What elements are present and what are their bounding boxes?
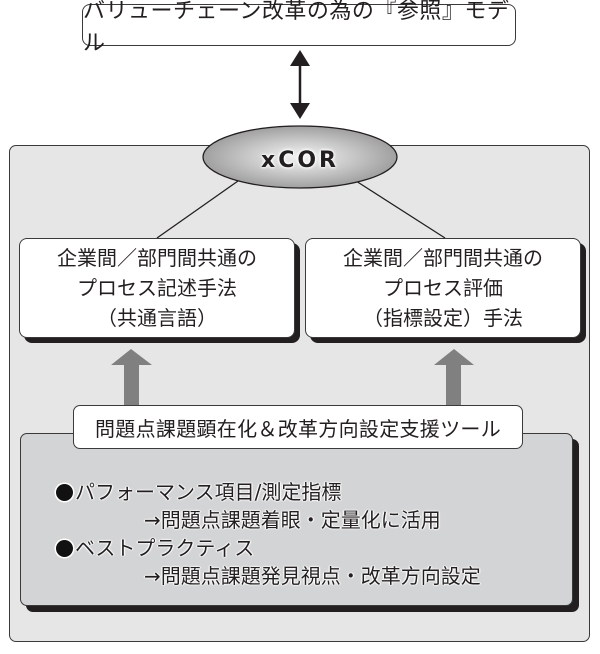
method-line: プロセス評価 (383, 276, 503, 300)
xcor-label: xCOR (261, 147, 339, 173)
arrow-head-up (290, 50, 310, 66)
xcor-ellipse (202, 125, 398, 189)
item-title: パフォーマンス項目/測定指標 (75, 480, 342, 504)
method-line: （共通言語） (97, 306, 217, 330)
support-tool-label: 問題点課題顕在化＆改革方向設定支援ツール (95, 416, 501, 441)
bullet-icon (56, 539, 73, 557)
method-line: プロセス記述手法 (77, 276, 237, 300)
process-evaluation-method-box: 企業間／部門間共通の プロセス評価 （指標設定）手法 (305, 238, 581, 338)
bullet-icon (56, 483, 73, 501)
method-line: 企業間／部門間共通の (343, 246, 543, 270)
item-detail: →問題点課題着眼・定量化に活用 (144, 508, 441, 532)
process-description-method-box: 企業間／部門間共通の プロセス記述手法 （共通言語） (19, 238, 295, 338)
item-title: ベストプラクティス (75, 536, 255, 560)
support-tool-panel (20, 433, 573, 606)
up-arrow-right-icon (434, 349, 474, 408)
connector-right (355, 180, 446, 239)
connector-left (156, 180, 239, 239)
up-arrow-left-icon (111, 349, 152, 408)
list-item: ベストプラクティス (56, 534, 556, 562)
method-line: 企業間／部門間共通の (57, 246, 257, 270)
reference-model-title-box: バリューチェーン改革の為の『参照』モデル (82, 0, 516, 56)
arrow-head-down (290, 103, 310, 119)
method-line: （指標設定）手法 (363, 306, 523, 330)
reference-model-title: バリューチェーン改革の為の『参照』モデル (83, 0, 510, 56)
tool-items-list: パフォーマンス項目/測定指標 →問題点課題着眼・定量化に活用 ベストプラクティス… (56, 478, 556, 590)
list-item: パフォーマンス項目/測定指標 (56, 478, 556, 506)
item-detail: →問題点課題発見視点・改革方向設定 (144, 564, 481, 588)
bidirectional-arrow-icon (290, 50, 310, 119)
support-tool-label-box: 問題点課題顕在化＆改革方向設定支援ツール (73, 405, 523, 449)
